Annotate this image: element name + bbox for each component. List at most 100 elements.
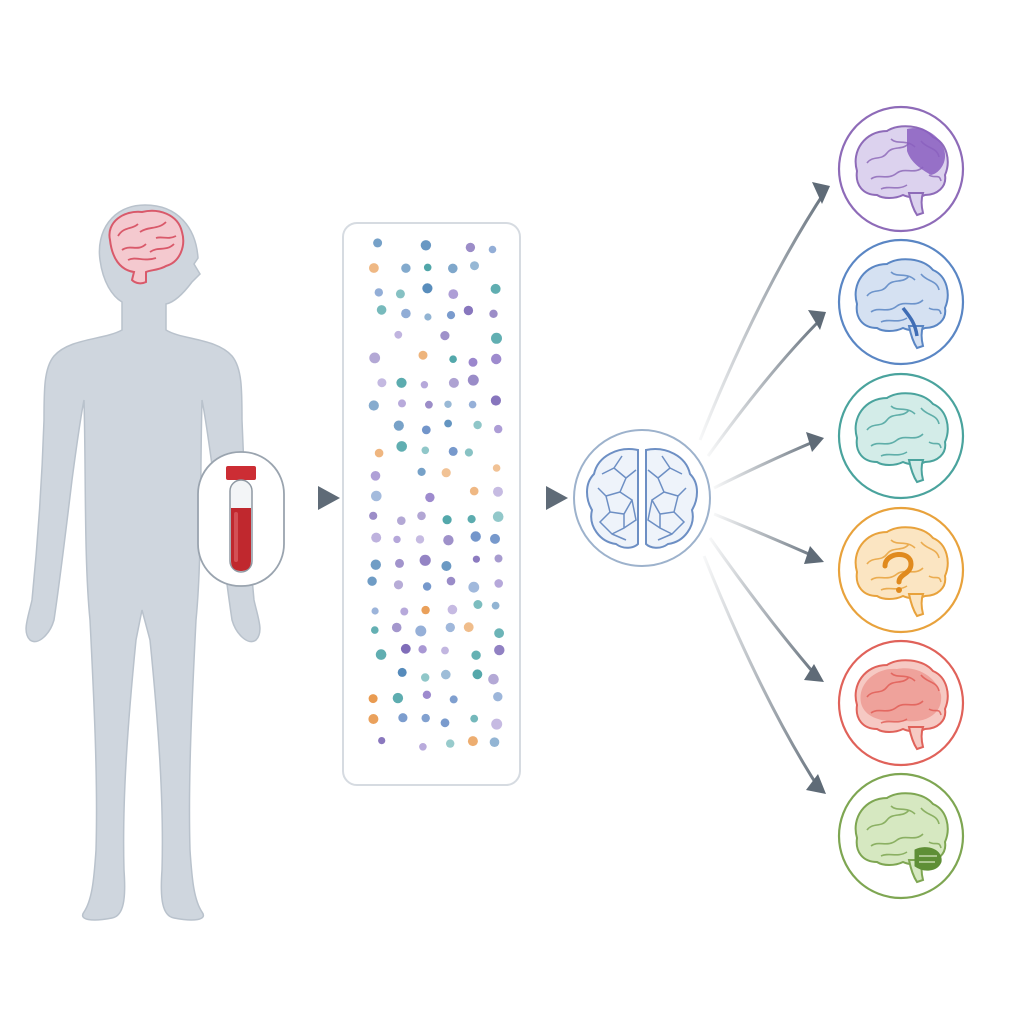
blood-test-tube-icon [226, 466, 256, 573]
biomarker-dot [393, 420, 404, 431]
biomarker-dot [463, 622, 474, 633]
biomarker-dot [445, 622, 455, 633]
biomarker-dot [493, 692, 503, 702]
biomarker-dot [371, 490, 382, 502]
biomarker-dot [492, 511, 504, 522]
biomarker-dot [448, 377, 459, 388]
fan-arrows [698, 182, 830, 794]
biomarker-dot [493, 486, 503, 497]
biomarker-dot [418, 645, 427, 654]
arrowhead-outcome-6 [806, 774, 826, 794]
biomarker-dot [370, 559, 381, 570]
biomarker-dot [392, 692, 404, 704]
biomarker-dot [421, 425, 431, 435]
brain-network-icon [573, 429, 711, 567]
brain-purple-highlight-icon [837, 105, 965, 233]
biomarker-dot [395, 289, 405, 299]
arrowhead-outcome-2 [808, 310, 826, 330]
arrow-blood-to-panel [290, 486, 340, 510]
biomarker-dot [490, 533, 500, 544]
arrowhead-outcome-3 [806, 432, 824, 452]
biomarker-dot [418, 350, 428, 360]
biomarker-dot [378, 737, 386, 745]
biomarker-dot [468, 357, 478, 367]
biomarker-dot [449, 695, 458, 704]
biomarker-dot [368, 714, 379, 724]
biomarker-dot [448, 263, 458, 274]
biomarker-dot [415, 625, 427, 637]
biomarker-dot [417, 467, 426, 476]
biomarker-dot [401, 263, 411, 273]
biomarker-dot [440, 331, 450, 341]
biomarker-dot [417, 511, 426, 521]
biomarker-dot [369, 352, 381, 364]
biomarker-dot [470, 531, 481, 542]
biomarker-dot [424, 313, 432, 321]
biomarker-dot [423, 263, 432, 272]
biomarker-dot [395, 558, 404, 568]
biomarker-dot [490, 395, 501, 406]
biomarker-dot [441, 646, 449, 655]
biomarker-dot [471, 650, 481, 660]
biomarker-dot [421, 713, 430, 723]
biomarker-dot [468, 581, 480, 593]
biomarker-dot [449, 355, 457, 364]
biomarker-dot [467, 736, 478, 747]
biomarker-dot [494, 628, 504, 639]
biomarker-dot [491, 332, 502, 344]
biomarker-dot [368, 400, 379, 411]
biomarker-dot [401, 308, 411, 319]
biomarker-dot [425, 492, 435, 503]
biomarker-dot [371, 607, 379, 615]
biomarker-dot [376, 305, 387, 315]
biomarker-dot [446, 739, 455, 748]
biomarker-dot [467, 515, 476, 524]
biomarker-dot [491, 601, 500, 610]
biomarker-dot [422, 283, 433, 294]
biomarker-dot [397, 667, 407, 677]
biomarker-dot [472, 669, 483, 680]
biomarker-dot [463, 305, 474, 316]
biomarker-dot [415, 535, 425, 544]
biomarker-dot [470, 714, 479, 723]
head-brain-icon [108, 209, 185, 285]
biomarker-dot [400, 607, 409, 616]
biomarker-dot [489, 737, 500, 747]
biomarker-dot [394, 330, 403, 339]
biomarker-dot [448, 289, 459, 299]
biomarker-dot [441, 468, 451, 478]
biomarker-dot [473, 420, 482, 430]
biomarker-dot [377, 378, 387, 388]
biomarker-dot [419, 554, 431, 566]
biomarker-dot [441, 669, 451, 680]
biomarker-dot [488, 245, 497, 254]
biomarker-dot [442, 515, 452, 525]
biomarker-dot [369, 511, 378, 520]
biomarker-dot [470, 261, 479, 271]
biomarker-dot [494, 554, 503, 563]
biomarker-dot [494, 644, 505, 656]
biomarker-dot [468, 400, 477, 409]
biomarker-dot [491, 353, 502, 365]
biomarker-dot [368, 694, 378, 704]
biomarker-dot [371, 626, 379, 634]
biomarker-dot [375, 649, 387, 660]
biomarker-dot [371, 532, 382, 543]
biomarker-dot [397, 516, 406, 525]
brain-red-icon [837, 639, 965, 767]
biomarker-dot [488, 673, 499, 685]
biomarker-dot [373, 238, 383, 248]
biomarker-dot [425, 400, 433, 409]
biomarker-dot [446, 311, 456, 320]
outcome-brain-list [837, 105, 965, 900]
biomarker-dot [421, 673, 430, 682]
human-figure-with-brain-icon [25, 204, 261, 921]
biomarker-dot [467, 374, 479, 386]
biomarker-dot-grid [367, 238, 505, 751]
biomarker-dot [491, 718, 503, 730]
biomarker-dot [421, 605, 430, 615]
biomarker-dot [396, 441, 408, 452]
biomarker-dot [447, 604, 458, 615]
arrowhead-outcome-4 [804, 546, 824, 564]
